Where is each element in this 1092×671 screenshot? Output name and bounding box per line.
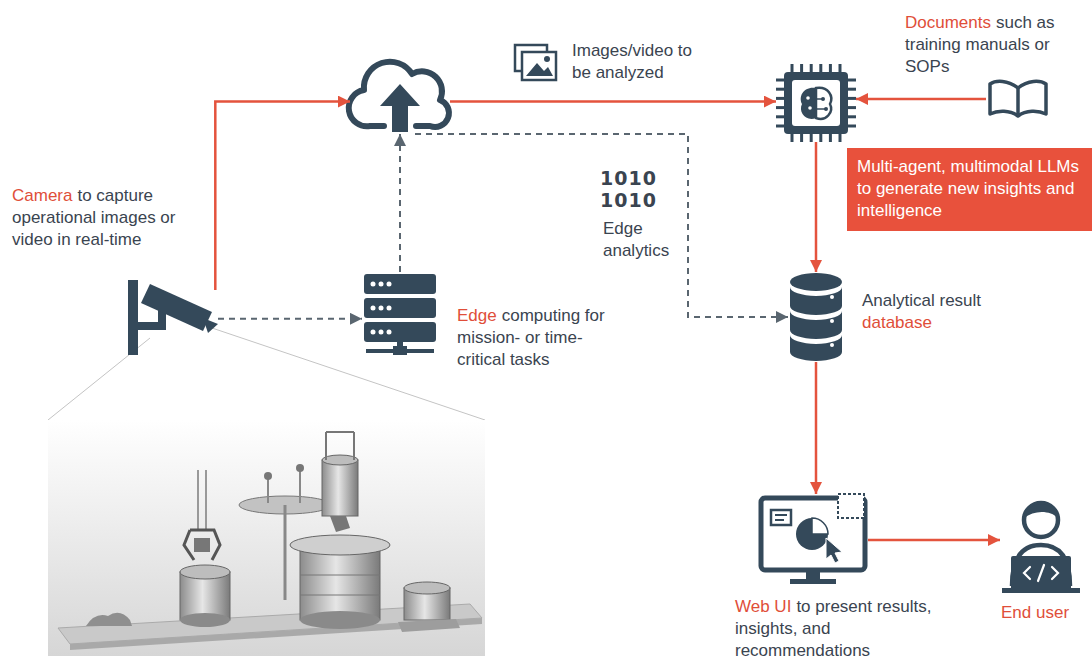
dashed-connector <box>415 134 788 317</box>
dashed-connector <box>218 318 362 320</box>
node-description: database <box>862 312 1032 334</box>
edge-label: Edge analytics <box>603 218 681 262</box>
camera-icon <box>128 280 218 355</box>
flow-arrow <box>856 98 986 101</box>
documents-node: Documentssuch as training manuals or SOP… <box>986 78 1050 120</box>
node-label: Edgecomputing for mission- or time-criti… <box>457 305 627 371</box>
edge-server-node: Edgecomputing for mission- or time-criti… <box>362 272 438 354</box>
web-ui-node: Web UIto present results, insights, and … <box>758 494 868 586</box>
node-label: Camerato capture operational images or v… <box>12 185 207 251</box>
node-label: Documentssuch as training manuals or SOP… <box>905 12 1085 78</box>
llm-chip-node: Multi-agent, multimodal LLMs to generate… <box>776 64 856 142</box>
flow-arrow <box>815 362 818 494</box>
cloud-icon <box>349 62 449 132</box>
node-label: Web UIto present results, insights, and … <box>735 596 950 662</box>
node-label: End user <box>1001 602 1086 624</box>
node-title: Camera <box>12 186 72 205</box>
flow-arrow <box>815 142 818 272</box>
camera-node: Camerato capture operational images or v… <box>128 290 218 354</box>
node-title: Multi-agent, multimodal LLMs to generate… <box>857 156 1082 222</box>
database-icon <box>790 273 842 361</box>
flow-arrow <box>450 100 776 103</box>
node-title: End user <box>1001 602 1086 624</box>
flow-arrow <box>868 539 1000 542</box>
flow-arrow <box>215 102 350 290</box>
images-icon <box>515 45 556 80</box>
cloud-node <box>350 62 450 134</box>
highlight-box: Multi-agent, multimodal LLMs to generate… <box>847 148 1092 231</box>
web-ui-icon <box>761 494 865 584</box>
user-icon <box>1002 503 1080 593</box>
server-icon <box>364 274 436 355</box>
binary-digits: 1010 <box>600 168 657 189</box>
node-title: Documents <box>905 13 991 32</box>
book-icon <box>990 81 1046 116</box>
binary-digits: 1010 <box>600 190 657 211</box>
ai-chip-icon <box>776 64 856 142</box>
node-title: Edge <box>457 306 497 325</box>
database-node: Analytical resultdatabase <box>788 272 844 362</box>
dashed-connector <box>399 134 401 272</box>
factory-illustration <box>48 420 485 656</box>
end-user-node: End user <box>1000 496 1084 592</box>
node-label: Analytical resultdatabase <box>862 290 1032 334</box>
node-title: Web UI <box>735 597 791 616</box>
edge-label: Images/video to be analyzed <box>572 40 702 84</box>
node-title: Analytical result <box>862 290 1032 312</box>
